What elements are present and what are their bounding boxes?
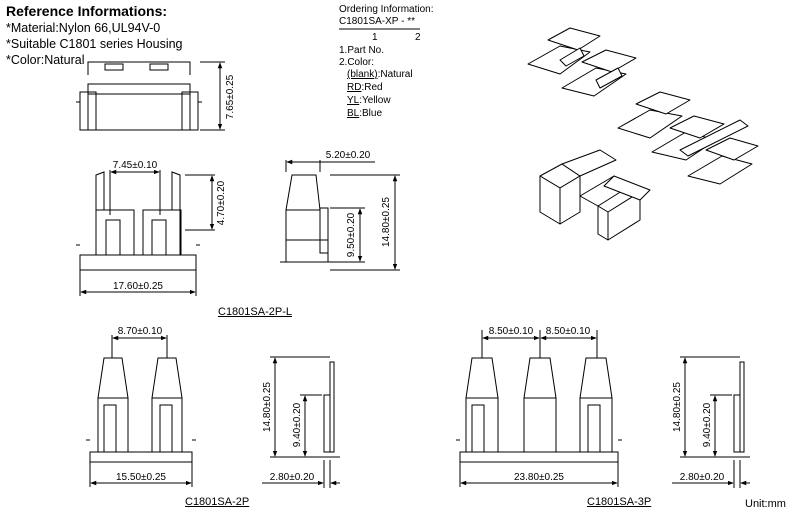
reference-material: *Material:Nylon 66,UL94V-0 [6, 21, 161, 35]
dim-2p-l-side-width: 5.20±0.20 [326, 150, 371, 161]
dim-2p-l-side-height: 14.80±0.25 [381, 197, 392, 247]
dim-3p-pitch-1: 8.50±0.10 [489, 326, 534, 337]
dim-2p-pitch: 8.70±0.10 [118, 326, 163, 337]
ordering-color-blue: BL:Blue [347, 109, 382, 119]
iso-2p [539, 149, 651, 241]
iso-3p [617, 91, 759, 185]
color-code: (blank) [347, 69, 378, 80]
caption-3p: C1801SA-3P [587, 496, 652, 508]
dim-2p-side-inner: 9.40±0.20 [292, 402, 303, 447]
ordering-color-title: 2.Color: [339, 57, 375, 68]
iso-2p-l [527, 27, 637, 97]
dim-2p-l-width: 17.60±0.25 [113, 281, 163, 292]
side-view-2p-l [280, 159, 400, 271]
color-code: RD [347, 82, 362, 93]
color-name: :Yellow [359, 95, 391, 106]
ordering-n1: 1 [372, 32, 378, 43]
ordering-dash: - [401, 16, 405, 27]
ordering-part-no: 1.Part No. [339, 45, 385, 56]
reference-housing: *Suitable C1801 series Housing [6, 37, 183, 51]
side-view-3p [672, 356, 750, 488]
reference-color: *Color:Natural [6, 53, 85, 67]
color-code: YL [347, 95, 360, 106]
color-name: :Natural [377, 69, 413, 80]
top-view-2p-l [76, 61, 225, 131]
color-name: :Red [361, 82, 383, 93]
dim-3p-side-inner: 9.40±0.20 [702, 402, 713, 447]
side-view-2p [262, 356, 340, 488]
ordering-code-part: C1801SA-XP [339, 16, 399, 27]
front-view-3p [456, 330, 622, 487]
caption-2p: C1801SA-2P [185, 496, 250, 508]
ordering-color-natural: (blank):Natural [347, 70, 413, 80]
color-name: :Blue [359, 108, 383, 119]
dim-3p-side-width: 2.80±0.20 [680, 472, 725, 483]
front-view-2p [86, 335, 196, 487]
ordering-color-yellow: YL:Yellow [347, 96, 391, 106]
reference-title: Reference Informations: [6, 3, 168, 19]
ordering-color-red: RD:Red [347, 83, 383, 93]
dim-3p-side-height: 14.80±0.25 [672, 382, 683, 432]
dim-2p-width: 15.50±0.25 [116, 472, 166, 483]
ordering-n2: 2 [415, 32, 421, 43]
dim-2p-side-width: 2.80±0.20 [270, 472, 315, 483]
dim-2p-l-side-inner: 9.50±0.20 [346, 212, 357, 257]
front-view-2p-l [76, 169, 215, 296]
ordering-suffix: ** [407, 16, 415, 27]
dim-2p-l-upper: 4.70±0.20 [216, 180, 227, 225]
ordering-code: C1801SA-XP - ** [339, 17, 415, 27]
dim-2p-side-height: 14.80±0.25 [262, 382, 273, 432]
dim-3p-pitch-2: 8.50±0.10 [546, 326, 591, 337]
dim-3p-width: 23.80±0.25 [514, 472, 564, 483]
color-code: BL [347, 108, 360, 119]
isometric-views [527, 27, 759, 241]
caption-2p-l: C1801SA-2P-L [218, 306, 292, 318]
ordering-title: Ordering Information: [339, 4, 434, 15]
dim-2p-l-pitch: 7.45±0.10 [113, 160, 158, 171]
dim-top-height: 7.65±0.25 [225, 74, 236, 119]
unit-label: Unit:mm [745, 498, 786, 510]
